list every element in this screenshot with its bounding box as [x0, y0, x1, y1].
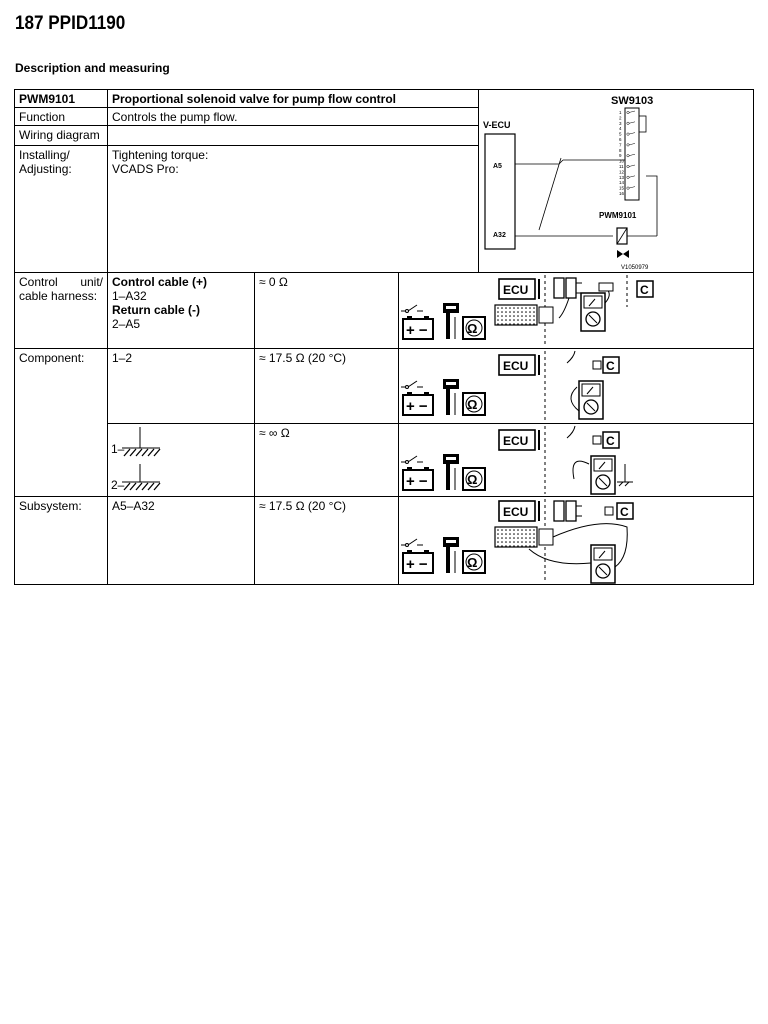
installing-label: Installing/ Adjusting:	[14, 145, 108, 273]
svg-text:Ω: Ω	[467, 321, 477, 336]
measurement-illustration-subsystem: + − Ω ECU C	[401, 499, 634, 584]
vcads-pro: VCADS Pro:	[112, 162, 179, 176]
svg-text:1–: 1–	[111, 442, 125, 456]
section-heading: Description and measuring	[15, 61, 170, 75]
function-label: Function	[14, 107, 108, 126]
tightening-torque: Tightening torque:	[112, 148, 209, 162]
component-pins: 1–2	[107, 348, 255, 424]
svg-text:Ω: Ω	[467, 555, 477, 570]
svg-text:C: C	[640, 283, 649, 297]
wiring-diagram-graphic: SW9103 V-ECU A5 A32 12345678910111213141…	[483, 95, 658, 271]
svg-text:10: 10	[619, 159, 625, 164]
valve-id: PWM9101	[599, 211, 637, 220]
svg-text:2: 2	[619, 115, 622, 120]
svg-text:+ −: + −	[406, 322, 428, 339]
component-code: PWM9101	[14, 89, 108, 108]
svg-text:11: 11	[619, 164, 624, 169]
svg-text:+ −: + −	[406, 473, 428, 490]
switch-housing	[624, 107, 640, 201]
component-ground-illustration: + − Ω ECU C	[398, 423, 754, 497]
subsystem-label: Subsystem:	[14, 496, 108, 585]
ecu-box	[484, 133, 516, 250]
svg-text:ECU: ECU	[503, 283, 528, 297]
control-unit-value: ≈ 0 Ω	[254, 272, 399, 349]
control-unit-label: Control unit/ cable harness:	[14, 272, 108, 349]
svg-text:ECU: ECU	[503, 505, 528, 519]
svg-text:2–: 2–	[111, 478, 125, 492]
pin-a5-label: A5	[493, 163, 502, 170]
subsystem-pins: A5–A32	[107, 496, 255, 585]
svg-text:5: 5	[619, 132, 622, 137]
page-title: 187 PPID1190	[15, 13, 126, 34]
measurement-table: PWM9101 Proportional solenoid valve for …	[14, 89, 754, 585]
svg-text:ECU: ECU	[503, 359, 528, 373]
svg-text:15: 15	[619, 186, 625, 191]
svg-text:ECU: ECU	[503, 434, 528, 448]
pin-a32-label: A32	[493, 232, 506, 239]
component-ground-value: ≈ ∞ Ω	[254, 423, 399, 497]
svg-text:C: C	[620, 505, 629, 519]
svg-text:3: 3	[619, 121, 622, 126]
measurement-illustration-harness: + − Ω ECU C	[401, 275, 654, 345]
ecu-label: V-ECU	[483, 120, 511, 130]
wiring-diagram-value	[107, 125, 479, 146]
subsystem-value: ≈ 17.5 Ω (20 °C)	[254, 496, 399, 585]
svg-text:6: 6	[619, 137, 622, 142]
svg-text:C: C	[606, 359, 615, 373]
control-unit-illustration: + − Ω ECU C	[398, 272, 754, 349]
component-value: ≈ 17.5 Ω (20 °C)	[254, 348, 399, 424]
measurement-illustration-ground: + − Ω ECU C	[401, 425, 633, 495]
image-ref: V1050979	[621, 265, 649, 271]
installing-value: Tightening torque: VCADS Pro:	[107, 145, 479, 273]
function-value: Controls the pump flow.	[107, 107, 479, 126]
wiring-diagram-label: Wiring diagram	[14, 125, 108, 146]
component-ground-pins: 1– 2–	[107, 423, 255, 497]
svg-text:7: 7	[619, 142, 622, 147]
svg-text:Ω: Ω	[467, 472, 477, 487]
svg-text:8: 8	[619, 148, 622, 153]
svg-text:12: 12	[619, 169, 625, 174]
svg-text:9: 9	[619, 153, 622, 158]
svg-text:Ω: Ω	[467, 397, 477, 412]
svg-text:1: 1	[619, 110, 622, 115]
svg-text:13: 13	[619, 175, 625, 180]
control-unit-pins: Control cable (+) 1–A32 Return cable (-)…	[107, 272, 255, 349]
component-label: Component:	[14, 348, 108, 497]
svg-text:+ −: + −	[406, 398, 428, 415]
measurement-illustration-component: + − Ω ECU C	[401, 350, 620, 421]
svg-text:C: C	[606, 434, 615, 448]
svg-text:14: 14	[619, 180, 625, 185]
svg-text:16: 16	[619, 191, 625, 196]
component-description: Proportional solenoid valve for pump flo…	[107, 89, 479, 108]
switch-id: SW9103	[611, 95, 653, 107]
ground-symbol: 1– 2–	[111, 427, 161, 492]
svg-text:+ −: + −	[406, 556, 428, 573]
component-illustration: + − Ω ECU C	[398, 348, 754, 424]
subsystem-illustration: + − Ω ECU C	[398, 496, 754, 585]
svg-text:4: 4	[619, 126, 622, 131]
